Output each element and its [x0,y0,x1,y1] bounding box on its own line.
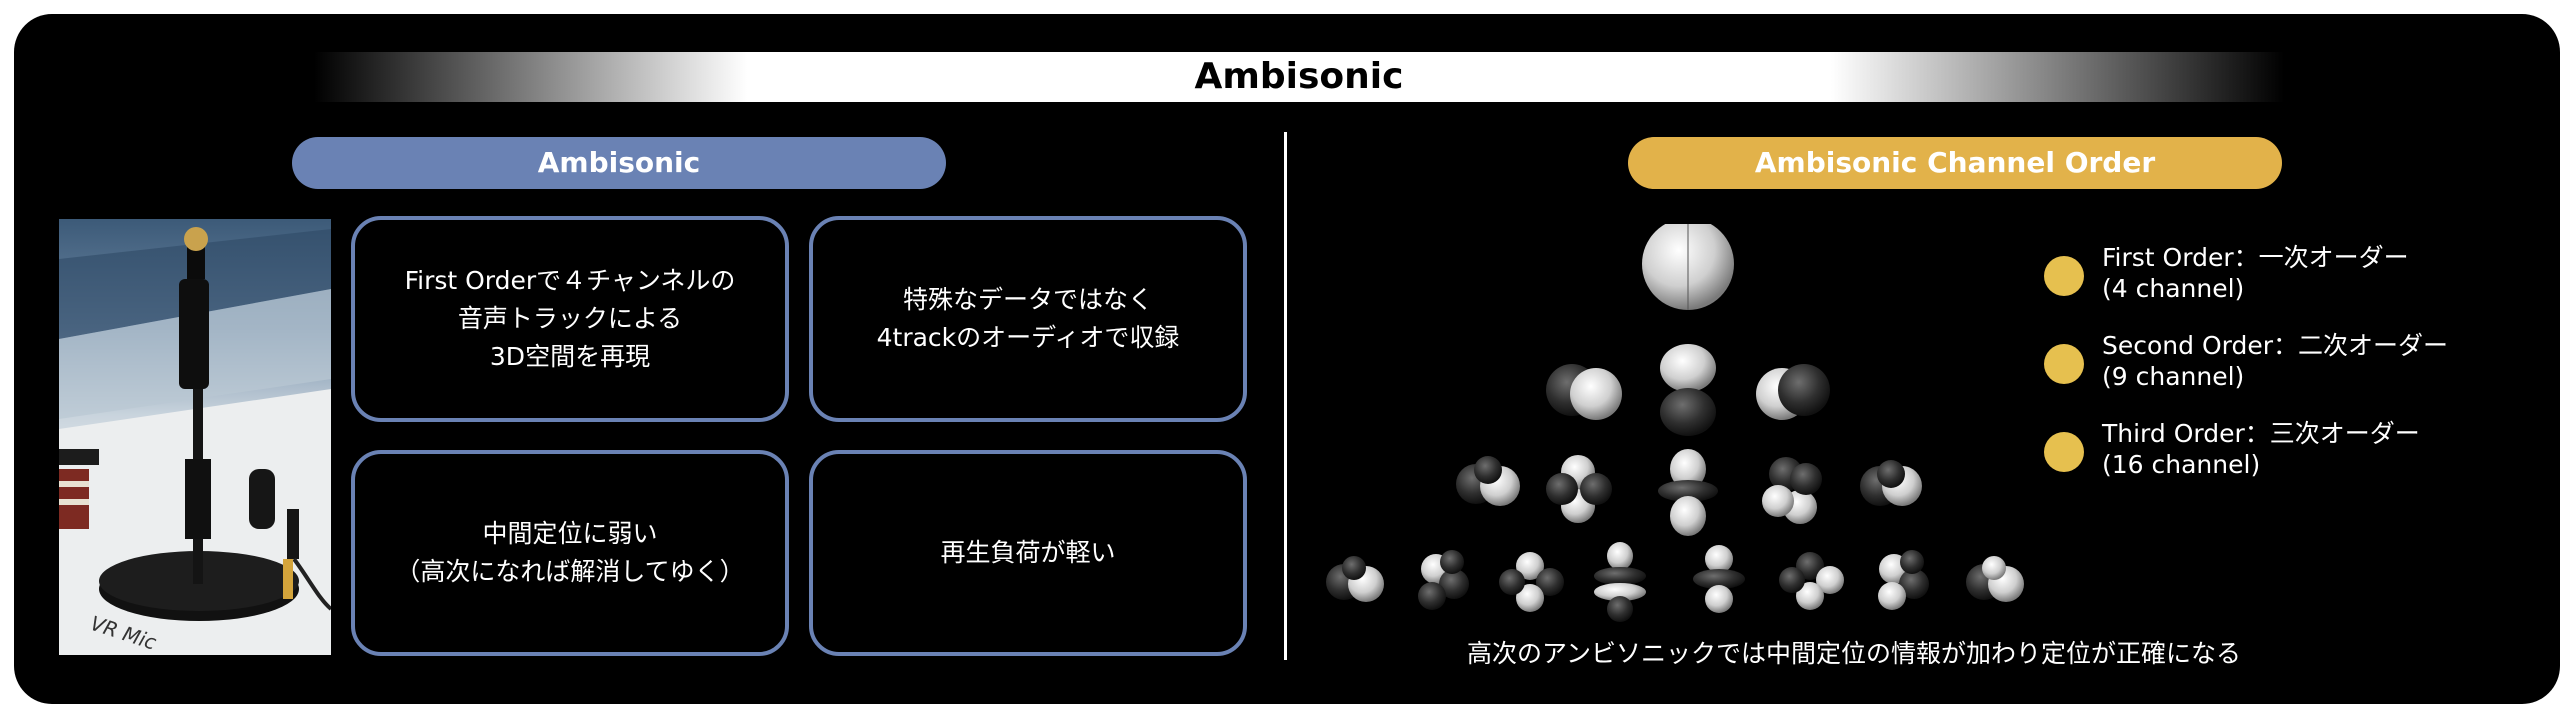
order-3-lobes [1326,542,2024,622]
box-4-line-1: 再生負荷が軽い [940,538,1116,567]
legend-first-order-line-2: (4 channel) [2102,274,2245,303]
legend-third-order-line-1: Third Order：三次オーダー [2102,419,2420,448]
section-divider [1284,132,1287,660]
title-bar: Ambisonic [314,52,2284,102]
legend-first-order-line-1: First Order：一次オーダー [2102,243,2409,272]
box-2-line-2: 4trackのオーディオで収録 [876,323,1180,352]
left-section-header: Ambisonic [292,137,946,189]
box-2-line-1: 特殊なデータではなく [902,285,1153,314]
legend-third-order-line-2: (16 channel) [2102,450,2261,479]
legend-first-order: First Order：一次オーダー (4 channel) [2102,242,2409,304]
box-3-line-2: （高次になれば解消してゆく） [395,557,745,586]
box-3-line-1: 中間定位に弱い [482,519,658,548]
legend-third-order: Third Order：三次オーダー (16 channel) [2102,418,2420,480]
order-0-lobe [1642,224,1734,310]
legend-second-order: Second Order：二次オーダー (9 channel) [2102,330,2448,392]
order-1-lobes [1546,344,1830,436]
feature-box-3: 中間定位に弱い （高次になれば解消してゆく） [351,450,789,656]
box-1-line-1: First Orderで４チャンネルの [404,266,736,295]
vr-mic-photo: VR Mic [59,219,331,655]
spherical-harmonics-pyramid [1326,224,2024,622]
order-2-lobes [1456,449,1922,536]
box-1-line-3: 3D空間を再現 [489,342,651,371]
legend-dot-third-order [2044,432,2084,472]
right-section-header: Ambisonic Channel Order [1628,137,2282,189]
slide: Ambisonic Ambisonic [14,14,2560,704]
feature-box-4: 再生負荷が軽い [809,450,1247,656]
vr-mic-illustration: VR Mic [59,227,331,655]
box-1-line-2: 音声トラックによる [457,304,683,333]
feature-box-2: 特殊なデータではなく 4trackのオーディオで収録 [809,216,1247,422]
legend-second-order-line-1: Second Order：二次オーダー [2102,331,2448,360]
feature-box-1: First Orderで４チャンネルの 音声トラックによる 3D空間を再現 [351,216,789,422]
page-title: Ambisonic [1194,56,1404,97]
legend-dot-second-order [2044,344,2084,384]
legend-second-order-line-2: (9 channel) [2102,362,2245,391]
legend-dot-first-order [2044,256,2084,296]
channel-order-caption: 高次のアンビソニックでは中間定位の情報が加わり定位が正確になる [1466,639,2241,668]
